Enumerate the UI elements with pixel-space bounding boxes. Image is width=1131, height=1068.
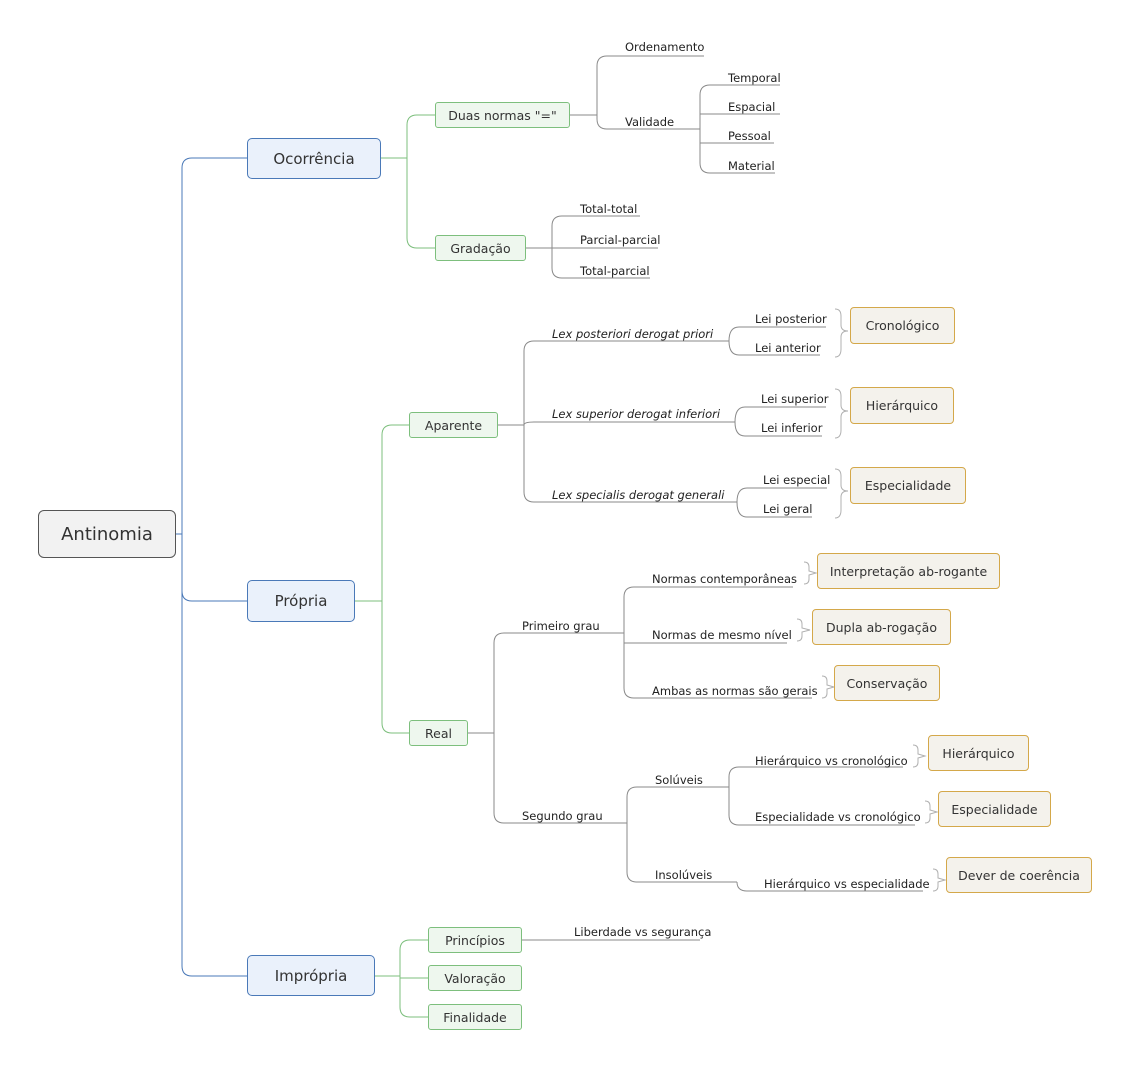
summary-hierarquico[interactable]: Hierárquico xyxy=(850,387,954,424)
subtopic-finalidade[interactable]: Finalidade xyxy=(428,1004,522,1030)
subtopic-principios[interactable]: Princípios xyxy=(428,927,522,953)
label-normas-mesmo-nivel[interactable]: Normas de mesmo nível xyxy=(652,628,792,642)
label-primeiro-grau[interactable]: Primeiro grau xyxy=(522,619,600,633)
label-lex-posteriori[interactable]: Lex posteriori derogat priori xyxy=(552,327,714,341)
label-parcial-parcial[interactable]: Parcial-parcial xyxy=(580,233,661,247)
label-lei-inferior[interactable]: Lei inferior xyxy=(761,421,823,435)
label-lei-geral[interactable]: Lei geral xyxy=(763,502,813,516)
label-lei-posterior[interactable]: Lei posterior xyxy=(755,312,827,326)
label-material[interactable]: Material xyxy=(728,159,775,173)
label-hier-vs-esp[interactable]: Hierárquico vs especialidade xyxy=(764,877,930,891)
label-hier-vs-cron[interactable]: Hierárquico vs cronológico xyxy=(755,754,908,768)
label-espacial[interactable]: Espacial xyxy=(728,100,776,114)
summary-hierarquico-2[interactable]: Hierárquico xyxy=(928,735,1029,771)
label-lei-anterior[interactable]: Lei anterior xyxy=(755,341,821,355)
label-liberdade-vs-seguranca[interactable]: Liberdade vs segurança xyxy=(574,925,712,939)
topic-impropria[interactable]: Imprópria xyxy=(247,955,375,996)
label-soluveis[interactable]: Solúveis xyxy=(655,773,703,787)
subtopic-duas-normas[interactable]: Duas normas "=" xyxy=(435,102,570,128)
subtopic-gradacao[interactable]: Gradação xyxy=(435,235,526,261)
subtopic-aparente[interactable]: Aparente xyxy=(409,412,498,438)
label-normas-contemporaneas[interactable]: Normas contemporâneas xyxy=(652,572,798,586)
label-pessoal[interactable]: Pessoal xyxy=(728,129,771,143)
label-lei-especial[interactable]: Lei especial xyxy=(763,473,831,487)
summary-dever-de-coerencia[interactable]: Dever de coerência xyxy=(946,857,1092,893)
label-total-parcial[interactable]: Total-parcial xyxy=(580,264,650,278)
summary-dupla-ab-rogacao[interactable]: Dupla ab-rogação xyxy=(812,609,951,645)
subtopic-valoracao[interactable]: Valoração xyxy=(428,965,522,991)
label-insoluveis[interactable]: Insolúveis xyxy=(655,868,713,882)
label-temporal[interactable]: Temporal xyxy=(728,71,781,85)
label-lex-superior[interactable]: Lex superior derogat inferiori xyxy=(552,407,721,421)
label-segundo-grau[interactable]: Segundo grau xyxy=(522,809,603,823)
topic-propria[interactable]: Própria xyxy=(247,580,355,622)
label-lei-superior[interactable]: Lei superior xyxy=(761,392,829,406)
label-ordenamento[interactable]: Ordenamento xyxy=(625,40,705,54)
subtopic-real[interactable]: Real xyxy=(409,720,468,746)
label-validade[interactable]: Validade xyxy=(625,115,675,129)
summary-especialidade-2[interactable]: Especialidade xyxy=(938,791,1051,827)
label-lex-specialis[interactable]: Lex specialis derogat generali xyxy=(552,488,725,502)
summary-especialidade[interactable]: Especialidade xyxy=(850,467,966,504)
label-ambas-normas[interactable]: Ambas as normas são gerais xyxy=(652,684,818,698)
root-node-antinomia[interactable]: Antinomia xyxy=(38,510,176,558)
summary-cronologico[interactable]: Cronológico xyxy=(850,307,955,344)
label-esp-vs-cron[interactable]: Especialidade vs cronológico xyxy=(755,810,921,824)
summary-interpretacao-ab-rogante[interactable]: Interpretação ab-rogante xyxy=(817,553,1000,589)
summary-conservacao[interactable]: Conservação xyxy=(834,665,940,701)
label-total-total[interactable]: Total-total xyxy=(580,202,638,216)
topic-ocorrencia[interactable]: Ocorrência xyxy=(247,138,381,179)
